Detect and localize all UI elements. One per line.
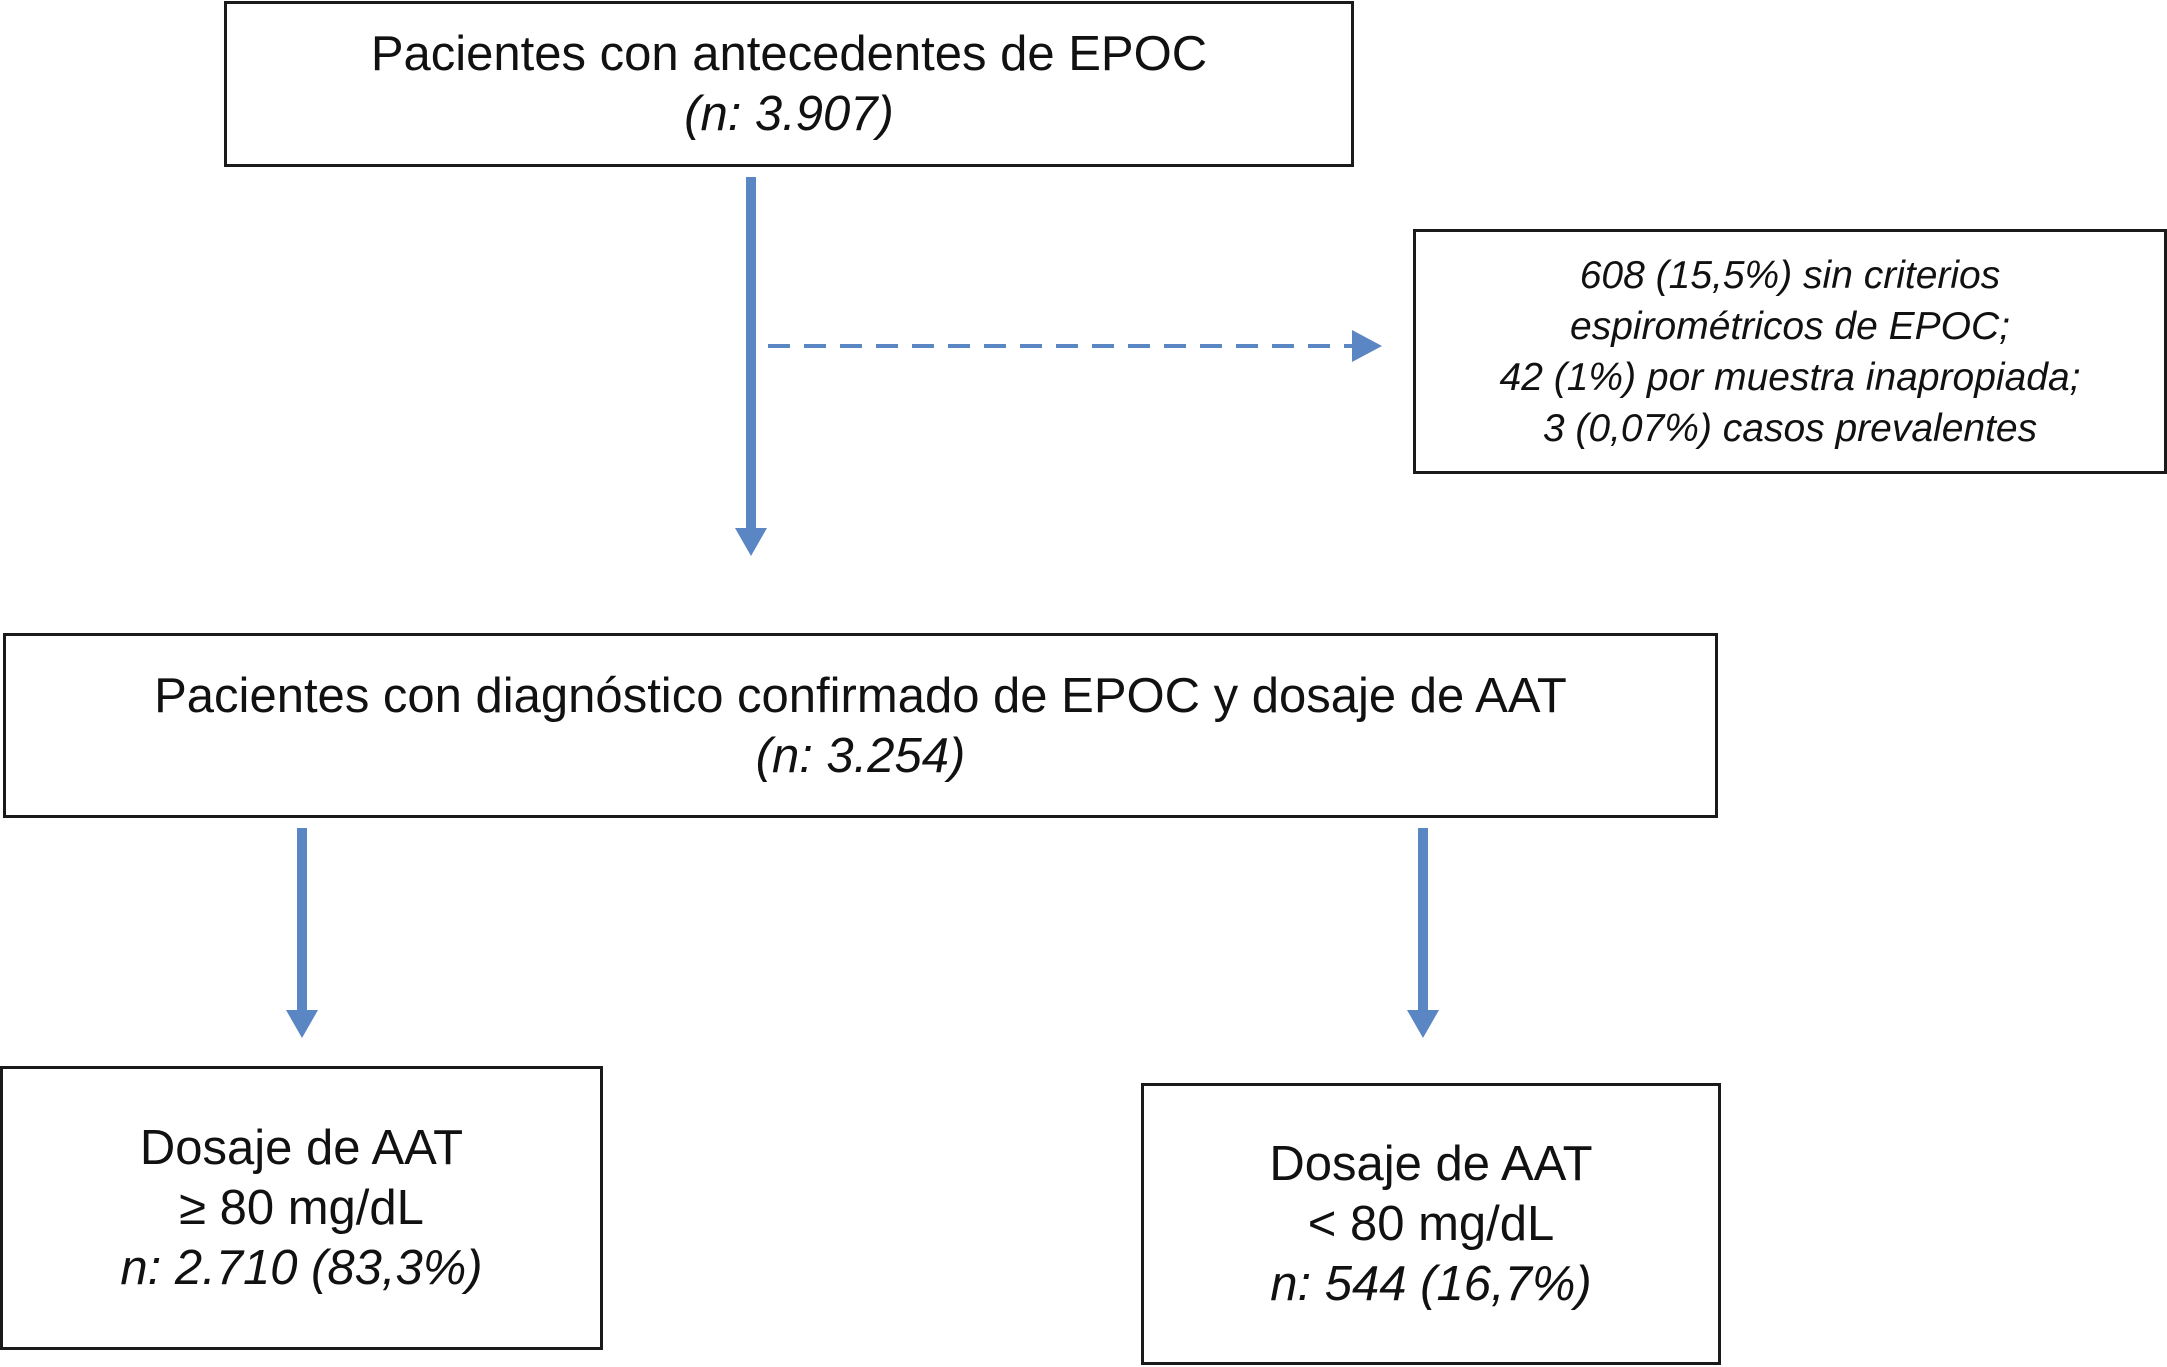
- box-aat-high: Dosaje de AAT ≥ 80 mg/dL n: 2.710 (83,3%…: [0, 1066, 603, 1350]
- arrow-excluded-head: [1352, 330, 1382, 362]
- box-epoc-history: Pacientes con antecedentes de EPOC (n: 3…: [224, 1, 1354, 167]
- aat-low-count: n: 544 (16,7%): [1270, 1257, 1592, 1311]
- aat-high-count: n: 2.710 (83,3%): [120, 1241, 483, 1295]
- box-confirmed-diagnosis: Pacientes con diagnóstico confirmado de …: [3, 633, 1718, 818]
- arrow-left-head: [286, 1010, 318, 1038]
- box-excluded: 608 (15,5%) sin criterios espirométricos…: [1413, 229, 2167, 474]
- box-confirmed-title: Pacientes con diagnóstico confirmado de …: [154, 668, 1567, 723]
- box-confirmed-count: (n: 3.254): [755, 728, 966, 783]
- aat-low-title: Dosaje de AAT: [1269, 1137, 1593, 1191]
- excluded-line-4: 3 (0,07%) casos prevalentes: [1542, 406, 2038, 450]
- excluded-line-1: 608 (15,5%) sin criterios: [1579, 253, 2001, 297]
- box-epoc-history-title: Pacientes con antecedentes de EPOC: [370, 27, 1208, 81]
- aat-high-threshold: ≥ 80 mg/dL: [179, 1181, 424, 1235]
- excluded-line-3: 42 (1%) por muestra inapropiada;: [1499, 355, 2081, 399]
- aat-low-threshold: < 80 mg/dL: [1307, 1197, 1555, 1251]
- box-aat-low: Dosaje de AAT < 80 mg/dL n: 544 (16,7%): [1141, 1083, 1721, 1365]
- aat-high-title: Dosaje de AAT: [139, 1121, 464, 1175]
- box-epoc-history-count: (n: 3.907): [684, 87, 894, 141]
- excluded-line-2: espirométricos de EPOC;: [1570, 304, 2010, 348]
- arrow-right-head: [1407, 1010, 1439, 1038]
- arrow-main-head: [735, 528, 767, 556]
